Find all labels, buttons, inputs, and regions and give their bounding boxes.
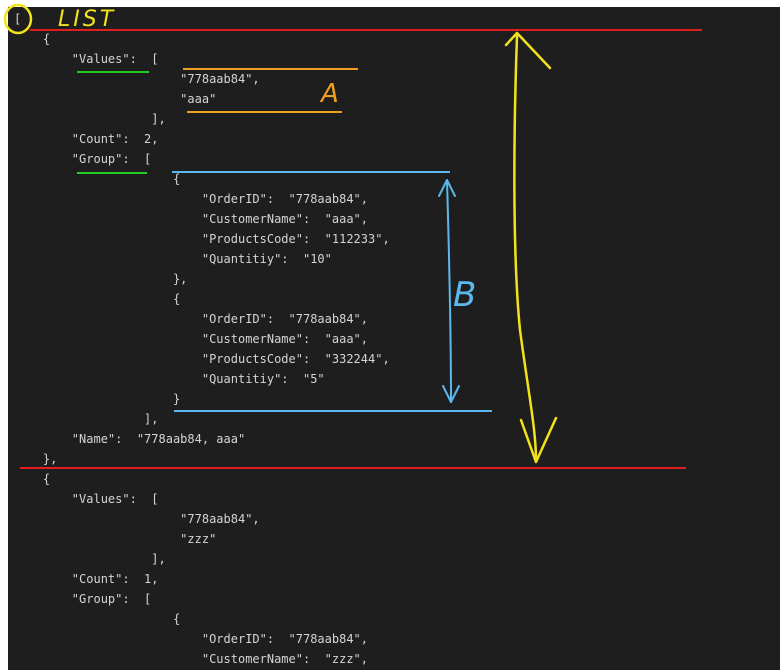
yellow-double-arrow [513, 34, 538, 462]
code-line: "aaa" [14, 92, 217, 106]
code-line: "CustomerName": "aaa", [14, 212, 369, 226]
code-line: } [14, 392, 181, 406]
code-line: }, [14, 452, 58, 466]
code-line: "Group": [ [14, 152, 152, 166]
code-line: "OrderID": "778aab84", [14, 192, 369, 206]
yellow-arrow-head-top [504, 31, 552, 70]
code-line: ], [14, 552, 166, 566]
blue-double-arrow [446, 179, 452, 403]
code-line: ], [14, 412, 159, 426]
code-line: "zzz" [14, 532, 217, 546]
list-label: LIST [58, 7, 116, 32]
blue-arrow-head-top [438, 179, 456, 197]
code-line: "Quantitiy": "10" [14, 252, 332, 266]
code-line: "OrderID": "778aab84", [14, 312, 369, 326]
code-line: "Values": [ [14, 52, 159, 66]
code-line: { [14, 292, 181, 306]
blue-arrow-head-bottom [442, 385, 460, 403]
code-line: { [14, 32, 51, 46]
code-line: { [14, 172, 181, 186]
code-line: "CustomerName": "zzz", [14, 652, 369, 666]
code-line: "ProductsCode": "332244", [14, 352, 390, 366]
label-a: A [319, 79, 339, 109]
yellow-circle-annotation [3, 3, 33, 35]
code-line: ], [14, 112, 166, 126]
code-line: { [14, 612, 181, 626]
code-line: { [14, 472, 51, 486]
json-code-viewer[interactable]: [ { "Values": [ "778aab84", "aaa" ], "Co… [8, 7, 780, 670]
code-line: [ [14, 12, 22, 26]
code-line: "Group": [ [14, 592, 152, 606]
code-line: "Values": [ [14, 492, 159, 506]
label-b: B [453, 275, 476, 315]
code-line: "778aab84", [14, 512, 260, 526]
code-line: "Count": 1, [14, 572, 159, 586]
code-line: "Count": 2, [14, 132, 159, 146]
code-line: }, [14, 272, 188, 286]
yellow-arrow-head-bottom [519, 416, 558, 464]
code-line: "Name": "778aab84, aaa" [14, 432, 246, 446]
code-line: "Quantitiy": "5" [14, 372, 325, 386]
code-line: "778aab84", [14, 72, 260, 86]
code-line: "ProductsCode": "112233", [14, 232, 390, 246]
code-line: "OrderID": "778aab84", [14, 632, 369, 646]
code-line: "CustomerName": "aaa", [14, 332, 369, 346]
